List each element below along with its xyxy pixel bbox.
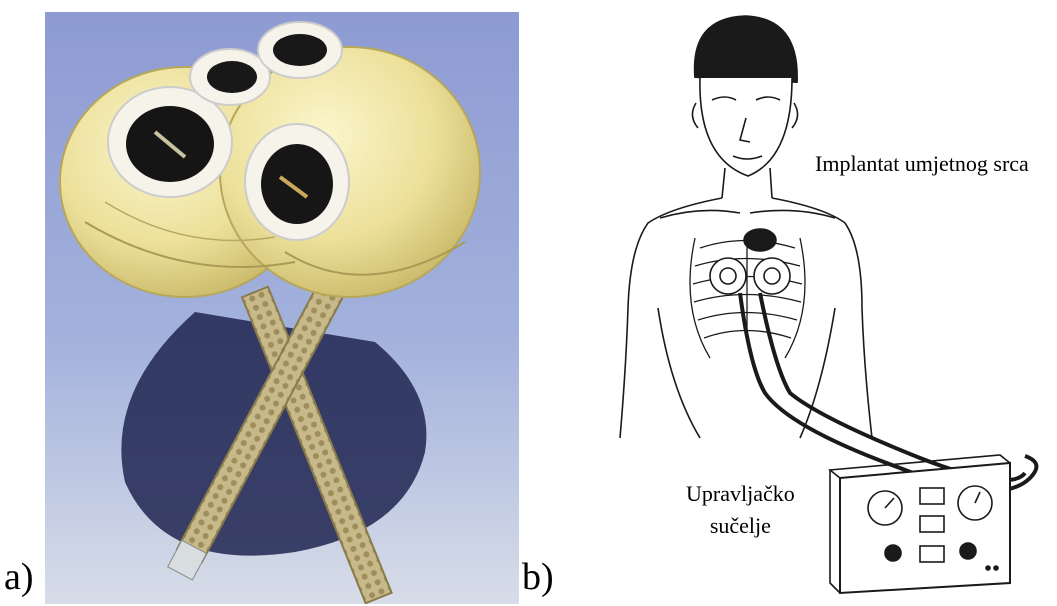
annotation-control-interface: Upravljačko sučelje: [686, 478, 795, 542]
drive-lines: [740, 293, 1036, 491]
artificial-heart-photo: [45, 12, 519, 604]
patient-head: [692, 16, 797, 176]
panel-label-a: a): [4, 558, 34, 596]
valve-port-top-right: [258, 22, 342, 78]
panel-label-b: b): [522, 558, 554, 596]
annotation-implant: Implantat umjetnog srca: [815, 148, 1029, 180]
valve-port-right: [245, 124, 349, 240]
implant-diagram: [600, 8, 1055, 598]
patient-torso: [620, 168, 872, 438]
annotation-control-line2: sučelje: [686, 510, 795, 542]
heart-implant: [710, 229, 790, 294]
control-unit: [830, 455, 1010, 593]
valve-port-top-left: [190, 49, 270, 105]
annotation-control-line1: Upravljačko: [686, 478, 795, 510]
